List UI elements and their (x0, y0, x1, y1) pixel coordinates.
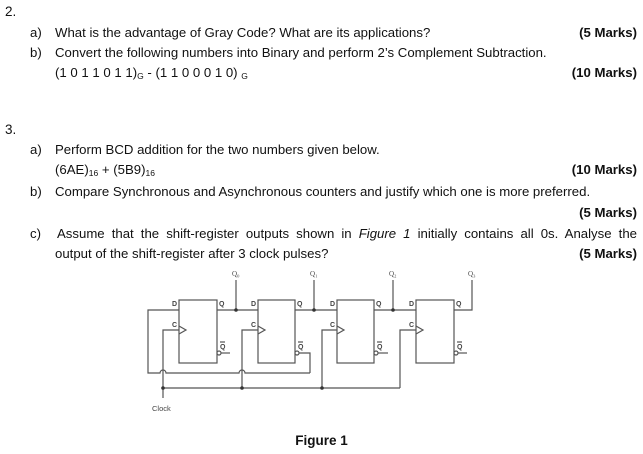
q3c-text-before: Assume that the shift-register outputs s… (57, 226, 359, 241)
junction-q1 (312, 308, 316, 312)
pin-q-3: Q (456, 301, 462, 308)
q2b-expression: (1 0 1 1 0 1 1)G - (1 1 0 0 0 1 0) G (55, 65, 248, 84)
q3a-operator: + (98, 162, 114, 177)
q2b-operand2: (1 1 0 0 0 1 0) (155, 65, 242, 80)
q2b-label: b) (30, 45, 42, 60)
output-label-q3: Q3 (468, 270, 476, 279)
clock-line-0 (162, 329, 179, 398)
qbar-feedback-wire (299, 352, 311, 373)
q3a-operand2-base: 16 (145, 168, 155, 178)
q3a-operand1: (6AE) (55, 162, 89, 177)
q3c-marks: (5 Marks) (579, 246, 637, 261)
clock-line-3 (399, 329, 416, 388)
q3a-operand2: (5B9) (113, 162, 146, 177)
q3a-text: Perform BCD addition for the two numbers… (55, 142, 380, 157)
q3a-marks: (10 Marks) (571, 162, 637, 177)
q2b-operand1: (1 0 1 1 0 1 1) (55, 65, 138, 80)
q3c-text-after: initially contains all 0s. Analyse the (410, 226, 637, 241)
q3a-operand1-base: 16 (88, 168, 99, 178)
figure-caption: Figure 1 (295, 433, 348, 448)
junction-q2 (391, 308, 395, 312)
junction-q0 (234, 308, 238, 312)
pin-d-3: D (409, 301, 414, 308)
pin-c-1: C (251, 322, 256, 329)
clock-triangle-0 (178, 325, 188, 335)
q3b-text: Compare Synchronous and Asynchronous cou… (55, 184, 591, 199)
pin-q-0: Q (219, 301, 225, 308)
clock-triangle-3 (415, 325, 425, 335)
q3c-figure-ref: Figure 1 (358, 226, 411, 241)
q2a-text: What is the advantage of Gray Code? What… (55, 25, 431, 40)
output-label-q0: Q0 (232, 270, 240, 279)
qbar-bubble-2 (373, 350, 379, 356)
pin-qbar-0: Q (220, 344, 226, 351)
clock-label: Clock (152, 404, 171, 413)
pin-q-2: Q (376, 301, 382, 308)
pin-q-1: Q (297, 301, 303, 308)
qbar-bubble-3 (453, 350, 459, 356)
q3b-marks: (5 Marks) (579, 205, 637, 220)
q3b-label: b) (30, 184, 42, 199)
clock-triangle-1 (257, 325, 267, 335)
q2b-marks: (10 Marks) (571, 65, 637, 80)
pin-c-3: C (409, 322, 414, 329)
q3c-text-line2: output of the shift-register after 3 clo… (55, 246, 329, 261)
pin-qbar-1: Q (298, 344, 304, 351)
q2b-operand2-base: G (241, 71, 248, 81)
clock-junction-0 (161, 386, 165, 390)
flip-flop-1 (257, 299, 296, 364)
feedback-wire (147, 309, 310, 374)
clock-junction-1 (240, 386, 244, 390)
output-label-q2: Q2 (389, 270, 396, 279)
qbar-bubble-1 (294, 350, 300, 356)
q3c-text-line1: Assume that the shift-register outputs s… (57, 226, 637, 242)
pin-d-1: D (251, 301, 256, 308)
q3a-expression: (6AE)16 + (5B9)16 (55, 162, 155, 181)
output-label-q1: Q1 (310, 270, 317, 279)
q2b-text: Convert the following numbers into Binar… (55, 45, 547, 60)
pin-qbar-3: Q (457, 344, 463, 351)
flip-flop-2 (336, 299, 375, 364)
pin-c-0: C (172, 322, 177, 329)
flip-flop-0 (178, 299, 218, 364)
wire-q3-output (454, 280, 473, 311)
question-number-3: 3. (5, 122, 17, 137)
pin-c-2: C (330, 322, 335, 329)
question-number-2: 2. (5, 4, 17, 19)
clock-line-1 (241, 329, 258, 388)
q2b-operand1-base: G (137, 71, 144, 81)
clock-triangle-2 (336, 325, 346, 335)
q2b-operator: - (143, 65, 156, 80)
clock-line-2 (321, 329, 337, 388)
q3c-label: c) (30, 226, 41, 241)
flip-flop-3 (415, 299, 455, 364)
q2a-marks: (5 Marks) (579, 25, 637, 40)
pin-d-0: D (172, 301, 177, 308)
q3a-label: a) (30, 142, 42, 157)
q2a-label: a) (30, 25, 42, 40)
pin-d-2: D (330, 301, 335, 308)
qbar-bubble-0 (216, 350, 222, 356)
pin-qbar-2: Q (377, 344, 383, 351)
clock-junction-2 (320, 386, 324, 390)
